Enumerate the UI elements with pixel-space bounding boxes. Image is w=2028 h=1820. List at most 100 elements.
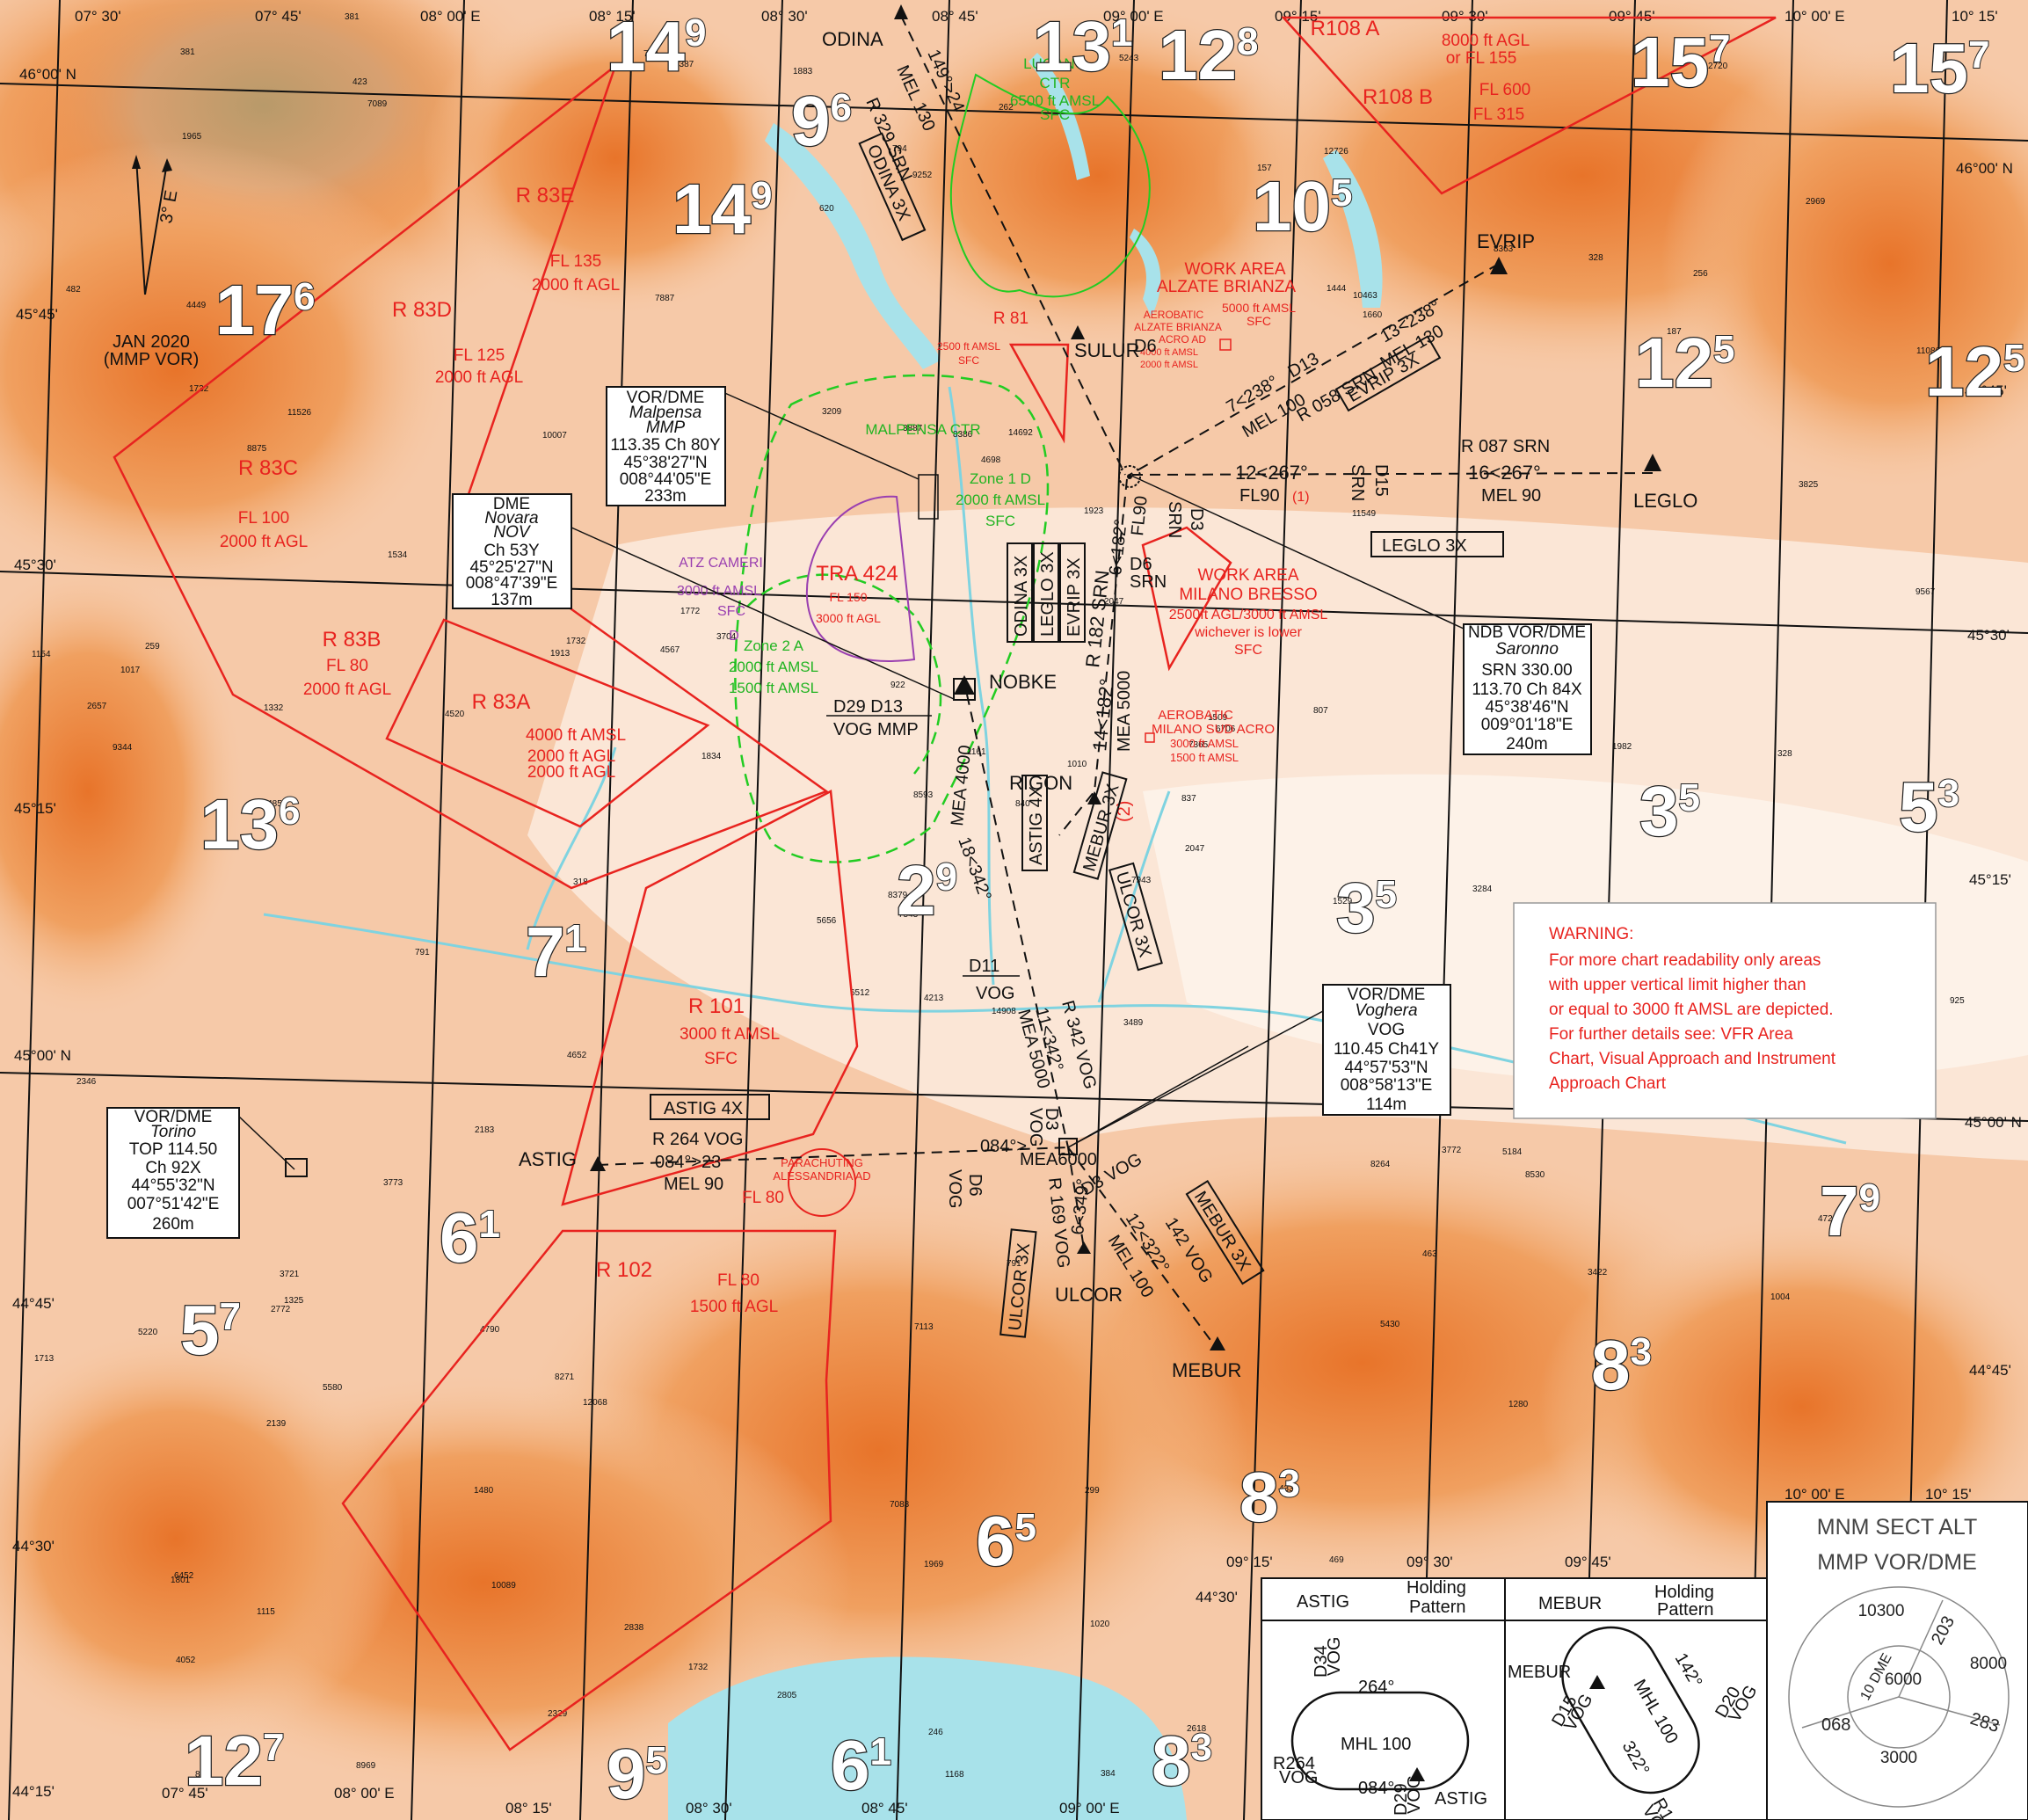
fix-label-astig: ASTIG	[519, 1148, 577, 1170]
spot-elevation: 3422	[1588, 1268, 1608, 1278]
lat-label-right: 45°30'	[1967, 627, 2010, 644]
maximum-elevation-figure: 125	[1635, 324, 1734, 402]
r102-limit: 1500 ft AGL	[690, 1298, 778, 1316]
r108-boundary	[1281, 16, 1777, 195]
route-vog-mebur	[1067, 1147, 1218, 1350]
spot-elevation: 2772	[271, 1305, 291, 1314]
spot-elevation: 8530	[1525, 1170, 1545, 1180]
spot-elevation: 10485	[258, 799, 282, 809]
spot-elevation: 5243	[1119, 54, 1139, 63]
route-label: R 087 SRN	[1461, 437, 1550, 456]
r83a-label: R 83A	[472, 690, 531, 714]
lon-label: 08° 00' E	[420, 8, 481, 25]
spot-elevation: 328	[1777, 749, 1792, 759]
mef-hundreds: 9	[936, 855, 957, 899]
route-label: 084°>	[980, 1137, 1027, 1156]
r83d-limit: FL 125	[454, 346, 505, 365]
fix-triangle-odina	[894, 4, 908, 19]
mef-hundreds: 5	[1015, 1506, 1036, 1549]
astig-holding-pattern	[1290, 1691, 1470, 1791]
navaid-line: Voghera	[1355, 1001, 1417, 1020]
spot-elevation: 7113	[914, 1322, 934, 1332]
route-label: D15	[1371, 464, 1391, 497]
spot-elevation: 8264	[1370, 1160, 1391, 1169]
maximum-elevation-figure: 61	[831, 1726, 891, 1804]
spot-elevation: 3704	[716, 632, 737, 642]
spot-elevation: 7943	[1131, 876, 1152, 885]
mef-thousands: 13	[1033, 7, 1111, 85]
mef-thousands: 6	[976, 1502, 1015, 1580]
parachuting-label: PARACHUTING	[781, 1156, 863, 1169]
mef-hundreds: 1	[870, 1730, 891, 1773]
spot-elevation: 1969	[924, 1560, 944, 1569]
msa-inner-circle	[1847, 1645, 1951, 1749]
spot-elevation: 1883	[793, 67, 813, 76]
spot-elevation: 1982	[1612, 742, 1632, 752]
aerobatic-milano-label: AEROBATIC	[1158, 708, 1233, 723]
mebur-holding-label: MEBUR	[1508, 1663, 1571, 1682]
spot-elevation: 12726	[1324, 147, 1348, 157]
atz-cameri-limit: 3000 ft AMSL	[677, 584, 761, 599]
mef-hundreds: 5	[1713, 328, 1734, 371]
aerobatic-milano-label: MILANO SUD ACRO	[1152, 722, 1275, 737]
spot-elevation: 433	[1279, 1484, 1294, 1494]
mef-hundreds: 1	[1111, 11, 1132, 55]
route-box	[1059, 542, 1086, 643]
route-label: MEA6000	[1020, 1150, 1097, 1169]
spot-elevation: 8386	[953, 430, 973, 440]
voghera-vor-box: VOR/DME Voghera VOG 110.45 Ch41Y 44°57'5…	[1322, 984, 1451, 1116]
lon-label-bottom: 08° 00' E	[334, 1785, 395, 1802]
r108b-limit: FL 600	[1479, 81, 1530, 99]
spot-elevation: 10089	[491, 1581, 516, 1591]
navaid-line: 137m	[491, 591, 533, 609]
spot-elevation: 4567	[660, 645, 680, 655]
route-box	[1370, 531, 1504, 557]
astig-holding-label: D29	[1392, 1783, 1411, 1816]
lon-label: 10° 15'	[1952, 8, 1998, 25]
spot-elevation: 6452	[174, 1571, 194, 1581]
spot-elevation: 1529	[1333, 897, 1353, 906]
lat-label-right: 45°00' N	[1965, 1114, 2022, 1131]
spot-elevation: 1713	[34, 1354, 55, 1364]
fix-triangle-mebur	[1210, 1336, 1225, 1350]
warning-line: For more chart readability only areas	[1549, 951, 1821, 970]
astig-holding-label: ASTIG	[1435, 1789, 1487, 1809]
mef-thousands: 12	[1635, 324, 1713, 402]
warning-title: WARNING:	[1549, 925, 1633, 943]
spot-elevation: 1480	[474, 1486, 494, 1496]
astig-holding-label: VOG	[1405, 1775, 1424, 1814]
route-vog-navaid-line	[1067, 1045, 1249, 1148]
spot-elevation: 5656	[817, 916, 837, 926]
zone-2a-limit: 2000 ft AMSL	[729, 659, 818, 675]
route-odina-sulur	[900, 15, 1126, 476]
lon-label-inner: 10° 00' E	[1784, 1486, 1845, 1503]
spot-elevation: 4213	[924, 994, 944, 1003]
mef-thousands: 2	[897, 851, 936, 929]
jan-2020-label: JAN 2020	[113, 332, 190, 352]
spot-elevation: 853	[195, 1770, 210, 1780]
r83b-label: R 83B	[323, 628, 382, 652]
restricted-areas: R 83E FL 135 2000 ft AGL R 83D FL 125 20…	[113, 16, 1777, 1751]
spot-elevation: 7089	[367, 99, 388, 109]
mef-thousands: 12	[185, 1722, 263, 1800]
msa-bearing: 068	[1821, 1715, 1850, 1735]
astig-holding-label: MHL 100	[1341, 1735, 1411, 1754]
spot-elevation: 4698	[981, 455, 1001, 465]
spot-elevation: 3887	[903, 424, 923, 433]
lon-label: 08° 15'	[589, 8, 636, 25]
maximum-elevation-figure: 96	[791, 82, 852, 160]
srn-vor-center	[1127, 474, 1132, 479]
fix-label-leglo: LEGLO	[1633, 490, 1697, 512]
lon-label-inner: 10° 15'	[1925, 1486, 1972, 1503]
astig-holding-sub: Holding	[1407, 1578, 1466, 1598]
mef-thousands: 15	[1631, 23, 1709, 101]
spot-elevation: 157	[1257, 164, 1272, 173]
spot-elevations: 1490888757543645273651206812726146921046…	[32, 12, 1965, 1780]
r81-limit: 2500 ft AMSL	[937, 340, 1000, 353]
malpensa-vor-box: VOR/DME Malpensa MMP 113.35 Ch 80Y 45°38…	[606, 386, 726, 506]
mef-thousands: 14	[607, 7, 685, 85]
aerobatic-alzate-limit: 4000 ft AMSL	[1140, 347, 1198, 358]
r81-label: R 81	[993, 309, 1029, 328]
mef-thousands: 14	[672, 170, 751, 248]
r83b-limit: FL 80	[326, 657, 368, 675]
